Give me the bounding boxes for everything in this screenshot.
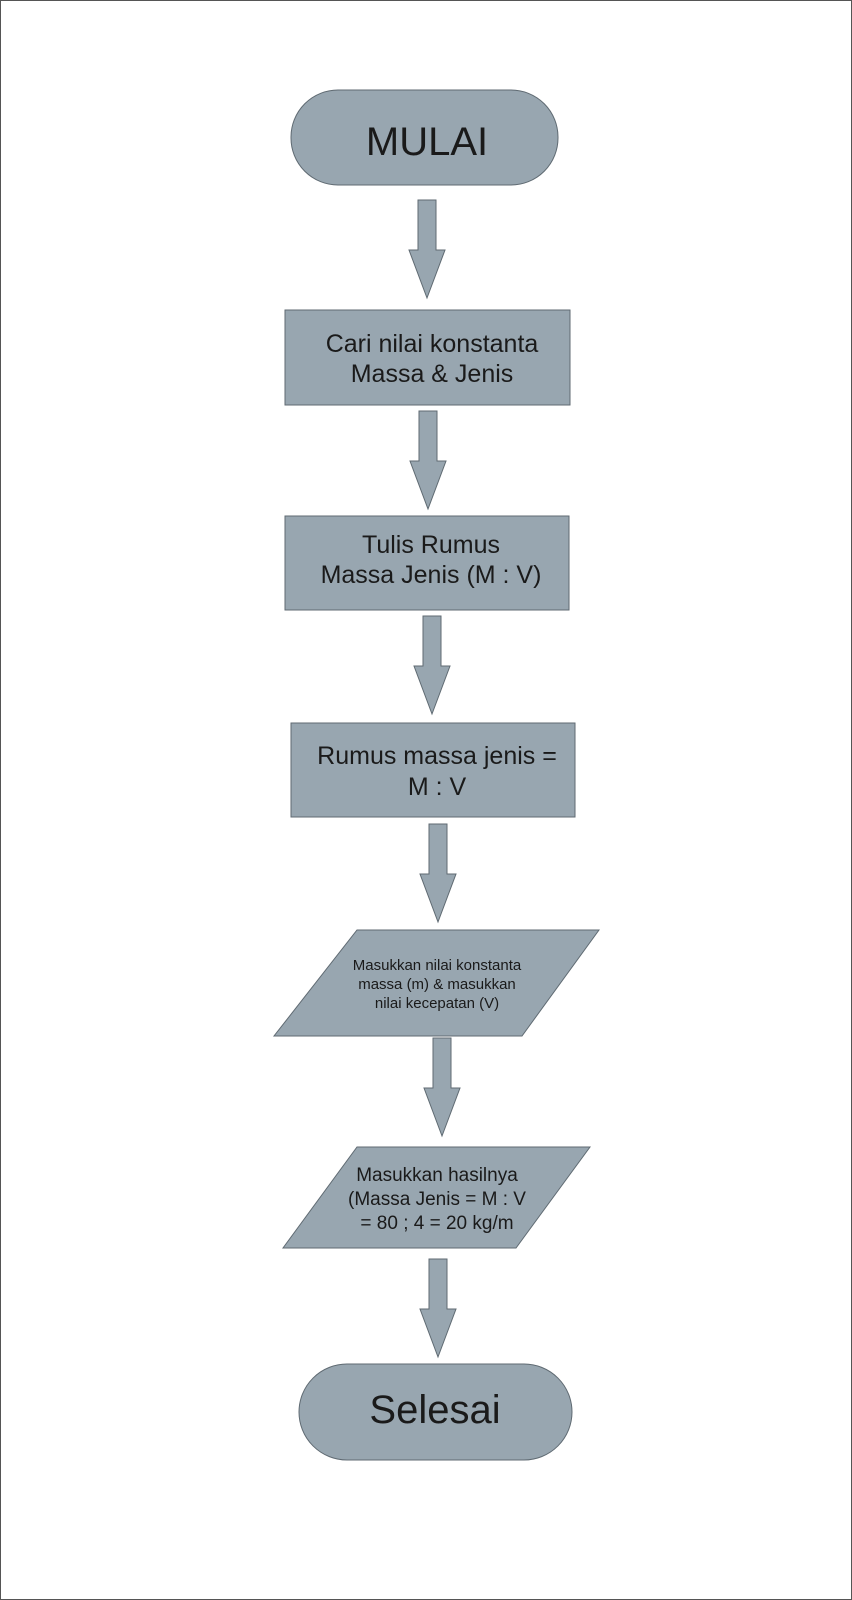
- input-2-shape: [282, 1146, 591, 1249]
- input-step-2: Masukkan hasilnya (Massa Jenis = M : V =…: [282, 1146, 591, 1249]
- process-step-1: Cari nilai konstanta Massa & Jenis: [284, 309, 571, 406]
- start-terminator: MULAI: [290, 89, 559, 186]
- process-3-line-1: Rumus massa jenis =: [317, 742, 557, 770]
- end-label: Selesai: [369, 1388, 500, 1432]
- end-shape: [298, 1363, 573, 1461]
- process-3-line-2: M : V: [408, 773, 467, 801]
- process-step-3: Rumus massa jenis = M : V: [290, 722, 576, 818]
- arrow-down-icon: [413, 615, 451, 716]
- arrow-down-icon: [419, 823, 457, 924]
- arrow-down-icon: [419, 1258, 457, 1359]
- process-2-shape: [284, 515, 570, 611]
- input-2-line-1: Masukkan hasilnya: [356, 1165, 518, 1186]
- process-1-line-2: Massa & Jenis: [351, 360, 514, 388]
- input-2-line-2: (Massa Jenis = M : V: [348, 1189, 526, 1210]
- input-2-line-3: = 80 ; 4 = 20 kg/m: [360, 1213, 513, 1234]
- process-step-2: Tulis Rumus Massa Jenis (M : V): [284, 515, 570, 611]
- input-step-1: Masukkan nilai konstanta massa (m) & mas…: [272, 929, 600, 1037]
- start-shape: [290, 89, 559, 186]
- input-1-shape: [272, 929, 600, 1037]
- process-1-line-1: Cari nilai konstanta: [326, 330, 539, 358]
- arrow-down-icon: [409, 410, 447, 511]
- arrow-down-icon: [423, 1037, 461, 1138]
- arrow-down-icon: [408, 199, 446, 300]
- process-1-shape: [284, 309, 571, 406]
- input-1-line-2: massa (m) & masukkan: [358, 976, 516, 993]
- process-3-shape: [290, 722, 576, 818]
- process-2-line-2: Massa Jenis (M : V): [321, 561, 542, 589]
- input-1-line-1: Masukkan nilai konstanta: [353, 957, 522, 974]
- process-2-line-1: Tulis Rumus: [362, 531, 500, 559]
- start-label: MULAI: [366, 120, 488, 164]
- input-1-line-3: nilai kecepatan (V): [375, 995, 499, 1012]
- end-terminator: Selesai: [298, 1363, 573, 1461]
